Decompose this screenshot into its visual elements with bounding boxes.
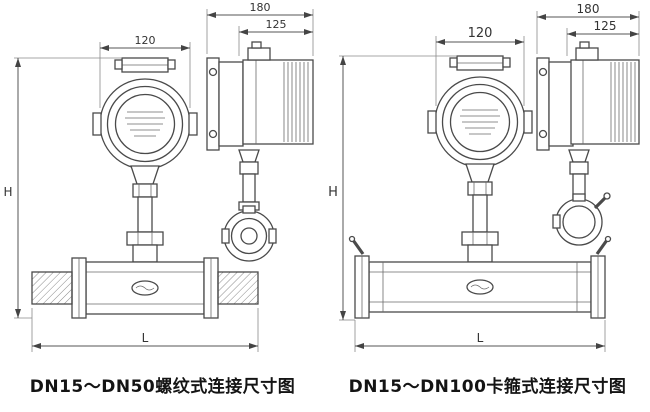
- clamp-meter-drawing: 120 H L 180 1: [328, 2, 640, 352]
- front-view-threaded: [31, 57, 259, 319]
- threaded-end-left: [31, 271, 73, 305]
- dim-label-125: 125: [594, 19, 617, 33]
- dimension-depth-total: 180: [536, 2, 640, 56]
- dim-label-180: 180: [250, 1, 271, 14]
- threaded-fitting-end-view: [221, 205, 277, 262]
- dim-label-180: 180: [577, 2, 600, 16]
- dim-label-H: H: [3, 185, 12, 199]
- dim-label-L: L: [142, 331, 149, 345]
- right-caption: DN15～DN100卡箍式连接尺寸图: [348, 377, 627, 397]
- dimension-height: H: [328, 55, 457, 321]
- dimension-length: L: [31, 308, 259, 352]
- clamp-ferrule-left: [348, 235, 370, 319]
- dimension-head-width: 120: [99, 34, 191, 108]
- brand-ellipse: [131, 280, 159, 296]
- housing-ribs: [610, 62, 636, 142]
- dim-label-H: H: [328, 185, 338, 200]
- flow-meter-head: [92, 57, 198, 263]
- dimension-length: L: [354, 320, 606, 352]
- housing-ribs: [283, 62, 309, 142]
- dimension-height: H: [3, 57, 122, 319]
- flow-meter-head: [427, 55, 533, 263]
- display-text-lines: [125, 111, 165, 137]
- dimension-depth-body: 125: [566, 19, 639, 56]
- figure-threaded-connection: 120 H L 180 1: [3, 1, 314, 397]
- cable-gland: [575, 47, 599, 61]
- dim-label-L: L: [477, 331, 484, 345]
- transmitter-housing-side: [570, 59, 640, 145]
- clamp-bolt-icon: [351, 239, 365, 255]
- figure-clamp-connection: 120 H L 180 1: [325, 0, 650, 412]
- side-view-threaded: [206, 41, 314, 262]
- display-text-lines: [460, 109, 500, 135]
- bolt-circle-top: [538, 67, 548, 77]
- dim-label-120: 120: [468, 26, 493, 41]
- clamp-ferrule-right: [590, 235, 612, 319]
- pipe-body-clamp: [348, 235, 612, 319]
- pipe-body-threaded: [31, 257, 259, 319]
- bolt-circle-top: [208, 67, 218, 77]
- clamp-band-end-view: [552, 192, 611, 246]
- bolt-circle-bottom: [538, 129, 548, 139]
- dimension-head-width: 120: [435, 26, 525, 106]
- dimension-depth-body: 125: [238, 18, 313, 56]
- transmitter-housing-side: [242, 59, 314, 145]
- front-view-clamp: [348, 55, 612, 319]
- side-view-clamp: [536, 41, 640, 246]
- bolt-circle-bottom: [208, 129, 218, 139]
- threaded-meter-drawing: 120 H L 180 1: [3, 1, 314, 352]
- brand-ellipse: [466, 279, 494, 295]
- threaded-end-right: [217, 271, 259, 305]
- clamp-bolt-icon: [595, 239, 609, 255]
- left-caption: DN15～DN50螺纹式连接尺寸图: [29, 377, 296, 397]
- dim-label-125: 125: [266, 18, 287, 31]
- clamp-lever-icon: [593, 195, 608, 210]
- dim-label-120: 120: [135, 34, 156, 47]
- cable-gland: [247, 47, 271, 61]
